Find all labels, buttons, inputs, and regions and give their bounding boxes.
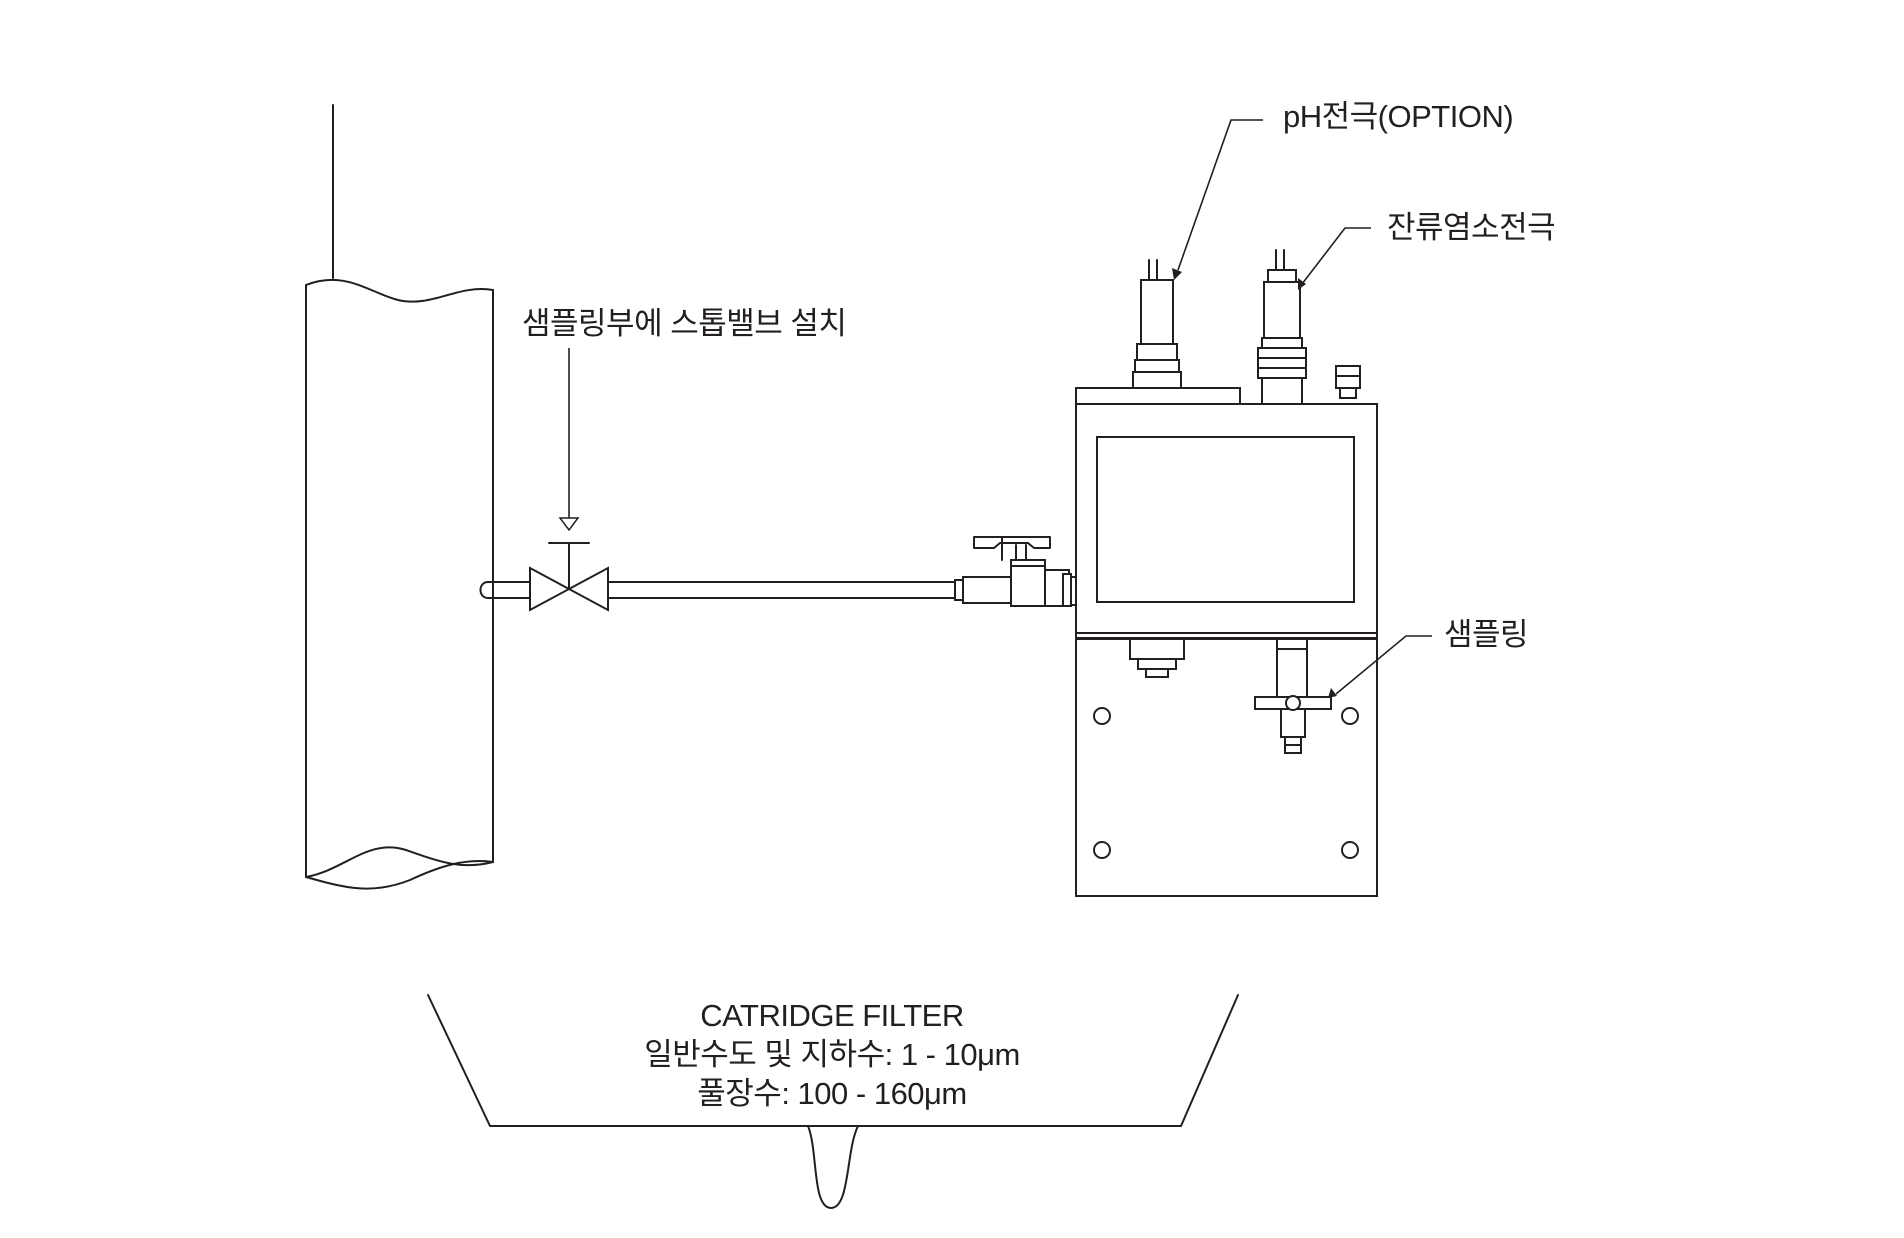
mounting-plate [1075,638,1378,897]
mount-hole [1093,841,1111,859]
main-pipe [305,104,494,890]
sample-tube [607,579,964,601]
sampling-leader [1328,635,1432,698]
sampling-label: 샘플링 [1444,617,1528,652]
stop-valve-label: 샘플링부에 스톱밸브 설치 [522,306,846,341]
cable-gland [1335,365,1361,399]
filter-bracket [427,994,1239,1209]
mount-hole [1093,707,1111,725]
ph-electrode-assembly [1132,259,1182,389]
inlet-ball-valve [962,536,1078,607]
analyzer-display [1096,436,1355,603]
mount-hole [1341,841,1359,859]
stop-valve-pointer [558,348,580,532]
drain-fitting [1129,638,1185,678]
chlorine-electrode-assembly [1257,249,1307,405]
sampling-valve [1254,638,1332,754]
chlorine-electrode-label: 잔류염소전극 [1387,210,1555,245]
ph-leader [1172,119,1263,280]
mount-hole [1341,707,1359,725]
filter-line-1: 일반수도 및 지하수: 1 - 10μm [644,1037,1020,1072]
filter-title: CATRIDGE FILTER [700,998,963,1033]
filter-line-2: 풀장수: 100 - 160μm [697,1076,966,1111]
ph-electrode-label: pH전극(OPTION) [1283,99,1513,134]
analyzer-unit [1075,387,1378,897]
chlorine-leader [1298,227,1371,290]
stop-valve [479,542,609,612]
